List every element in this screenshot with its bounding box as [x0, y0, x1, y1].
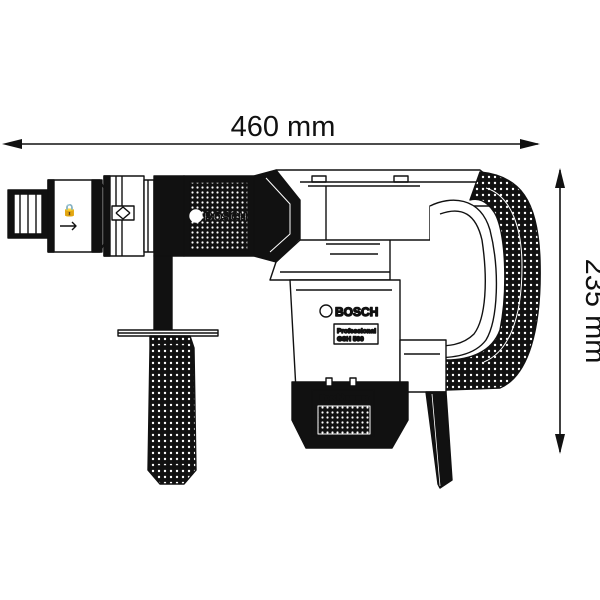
rear-handle — [429, 171, 541, 391]
cover-text: Boschhammer — [320, 395, 369, 402]
width-arrow-right — [520, 139, 540, 149]
brand-upper: BOSCH — [204, 210, 247, 224]
width-dimension: 460 mm — [2, 111, 540, 149]
release-arrow-icon — [60, 221, 77, 231]
product-model: GSH 500 — [337, 336, 364, 343]
product-line: Professional — [337, 328, 376, 335]
tool-holder: 🔒 — [7, 179, 105, 253]
motor-housing-top — [253, 169, 491, 281]
bosch-logo-icon — [189, 209, 203, 223]
height-arrow-bottom — [555, 434, 565, 454]
width-label: 460 mm — [231, 111, 336, 143]
height-label: 235 mm — [579, 259, 600, 364]
main-body: BOSCH Professional GSH 500 — [289, 279, 447, 393]
demolition-hammer: 🔒 BOSCH — [7, 169, 541, 489]
power-cord — [425, 391, 453, 489]
rotation-collar — [103, 175, 155, 257]
bosch-logo-body-icon — [319, 304, 333, 318]
width-arrow-left — [2, 139, 22, 149]
lock-symbol-icon: 🔒 — [62, 203, 77, 217]
brand-body: BOSCH — [335, 305, 378, 319]
bottom-cover: Boschhammer — [291, 377, 409, 449]
height-arrow-top — [555, 168, 565, 188]
model-plate — [333, 323, 379, 345]
height-dimension: 235 mm — [555, 168, 600, 454]
side-handle — [117, 255, 219, 485]
gear-housing: BOSCH — [153, 175, 255, 257]
